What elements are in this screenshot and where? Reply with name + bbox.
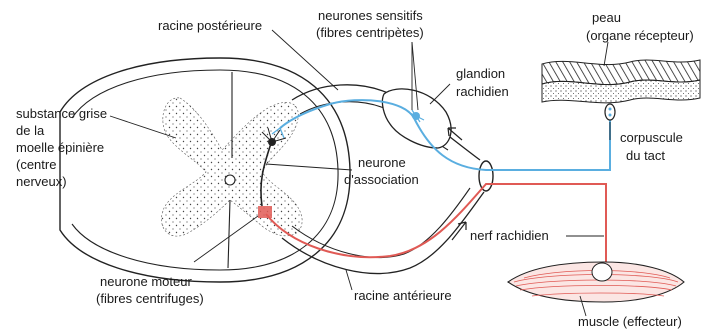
- motor-cell-body: [258, 206, 272, 218]
- nerve-cut-end: [479, 161, 493, 191]
- label-racine-anterieure: racine antérieure: [354, 288, 452, 303]
- muscle-effector: [508, 262, 684, 302]
- label-peau-2: (organe récepteur): [586, 28, 694, 43]
- label-neurone-moteur-1: neurone moteur: [100, 274, 192, 289]
- label-neurone-moteur-2: (fibres centrifuges): [96, 291, 204, 306]
- touch-corpuscle: [605, 104, 615, 120]
- label-corpuscule-2: du tact: [626, 148, 665, 163]
- label-corpuscule-1: corpuscule: [620, 130, 683, 145]
- skin-receptor: [542, 60, 700, 120]
- label-neurone-association-1: neurone: [358, 155, 406, 170]
- label-neurones-sensitifs-2: (fibres centripètes): [316, 25, 424, 40]
- label-racine-posterieure: racine postérieure: [158, 18, 262, 33]
- label-substance-5: nerveux): [16, 174, 67, 189]
- label-substance-2: de la: [16, 123, 45, 138]
- label-muscle-effecteur: muscle (effecteur): [578, 314, 682, 329]
- label-neurones-sensitifs-1: neurones sensitifs: [318, 8, 423, 23]
- label-glandion-1: glandion: [456, 66, 505, 81]
- label-substance-3: moelle épinière: [16, 140, 104, 155]
- label-substance-4: (centre: [16, 157, 56, 172]
- label-nerf-rachidien: nerf rachidien: [470, 228, 549, 243]
- label-neurone-association-2: d'association: [344, 172, 419, 187]
- label-glandion-2: rachidien: [456, 84, 509, 99]
- label-substance-1: substance grise: [16, 106, 107, 121]
- label-peau-1: peau: [592, 10, 621, 25]
